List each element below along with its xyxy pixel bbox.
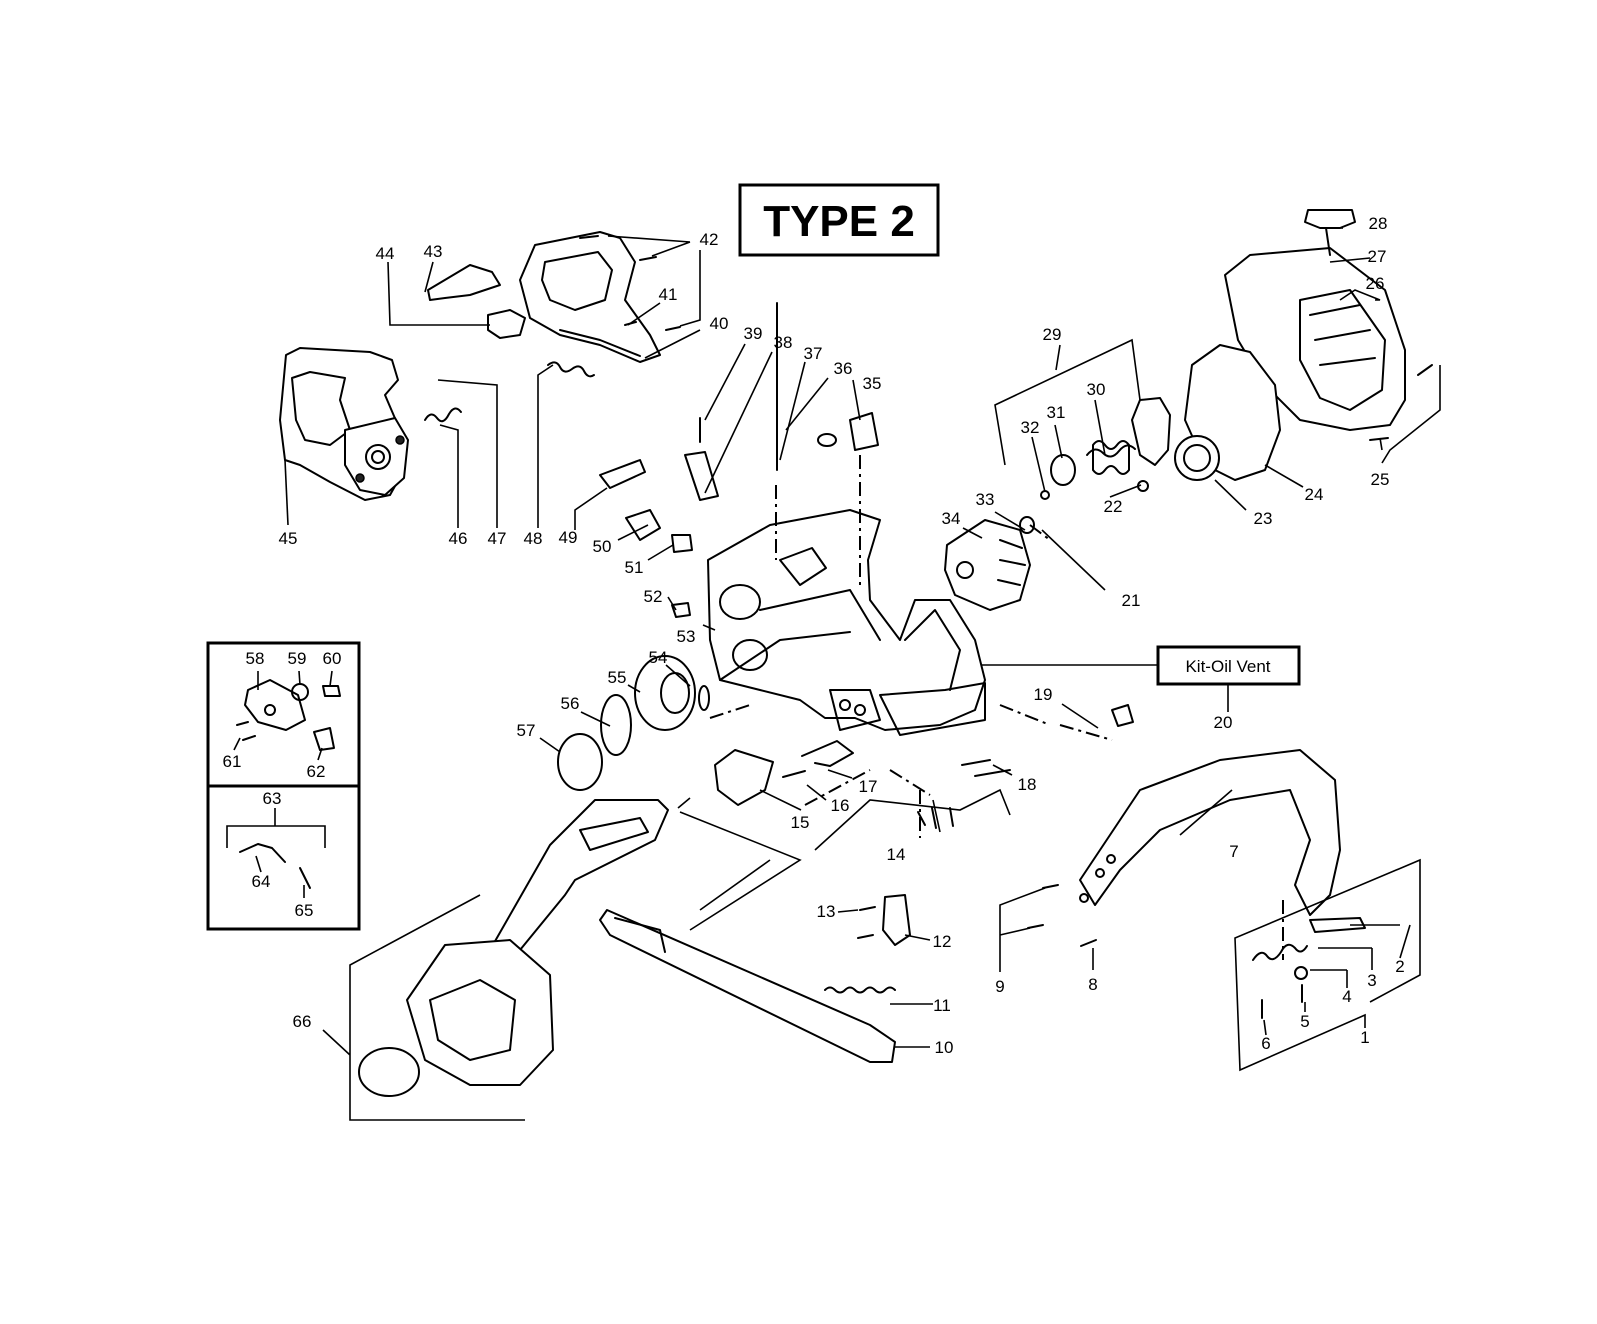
callout-7: 7 (1229, 842, 1238, 861)
callout-53: 53 (677, 627, 696, 646)
callout-34: 34 (942, 509, 961, 528)
callout-5: 5 (1300, 1012, 1309, 1031)
rear-handle (279, 347, 409, 501)
front-handle (1079, 749, 1341, 916)
callout-44: 44 (376, 244, 395, 263)
callout-56: 56 (561, 694, 580, 713)
throttle-lever (427, 264, 526, 339)
callout-21: 21 (1122, 591, 1141, 610)
callout-31: 31 (1047, 403, 1066, 422)
callout-16: 16 (831, 796, 850, 815)
clutch-and-pulley (557, 397, 1220, 791)
flywheel (944, 519, 1031, 611)
screws-and-pins (579, 235, 1433, 1019)
callout-58: 58 (246, 649, 265, 668)
callout-13: 13 (817, 902, 836, 921)
callout-37: 37 (804, 344, 823, 363)
title-box: TYPE 2 (738, 183, 940, 257)
callout-12: 12 (933, 932, 952, 951)
inset-carburetor-parts (206, 641, 361, 931)
assembly-lines (709, 455, 1284, 960)
diagram-title: TYPE 2 (763, 197, 915, 246)
crankcase (707, 509, 986, 736)
callout-6: 6 (1261, 1034, 1270, 1053)
callout-4: 4 (1342, 987, 1351, 1006)
callout-40: 40 (710, 314, 729, 333)
callout-48: 48 (524, 529, 543, 548)
callout-66: 66 (293, 1012, 312, 1031)
callout-20: 20 (1214, 713, 1233, 732)
callout-11: 11 (933, 996, 951, 1015)
callout-3: 3 (1367, 971, 1376, 990)
callout-32: 32 (1021, 418, 1040, 437)
callout-63: 63 (263, 789, 282, 808)
callout-65: 65 (295, 901, 314, 920)
callout-62: 62 (307, 762, 326, 781)
callout-43: 43 (424, 242, 443, 261)
callout-23: 23 (1254, 509, 1273, 528)
callout-49: 49 (559, 528, 578, 547)
callout-2: 2 (1395, 957, 1404, 976)
callout-numbers: 1 2 3 4 5 6 7 8 9 10 11 12 13 14 15 16 1… (223, 214, 1405, 1057)
leader-lines (226, 227, 1441, 1121)
chain-links (824, 986, 896, 994)
inset-parts (236, 679, 341, 889)
callout-42: 42 (700, 230, 719, 249)
callout-54: 54 (649, 648, 668, 667)
callout-36: 36 (834, 359, 853, 378)
callout-24: 24 (1305, 485, 1324, 504)
callout-60: 60 (323, 649, 342, 668)
callout-1: 1 (1360, 1028, 1369, 1047)
callout-45: 45 (279, 529, 298, 548)
callout-10: 10 (935, 1038, 954, 1057)
chain-bar (599, 909, 896, 1063)
callout-15: 15 (791, 813, 810, 832)
callout-46: 46 (449, 529, 468, 548)
callout-28: 28 (1369, 214, 1388, 233)
throttle-handle-cover (519, 231, 661, 363)
callout-18: 18 (1018, 775, 1037, 794)
callout-51: 51 (625, 558, 644, 577)
callout-25: 25 (1371, 470, 1390, 489)
callout-47: 47 (488, 529, 507, 548)
callout-57: 57 (517, 721, 536, 740)
chain-brake-bracket (801, 740, 954, 829)
callout-33: 33 (976, 490, 995, 509)
callout-39: 39 (744, 324, 763, 343)
callout-38: 38 (774, 333, 793, 352)
springs (424, 361, 1308, 961)
callout-29: 29 (1043, 325, 1062, 344)
callout-17: 17 (859, 777, 878, 796)
callout-22: 22 (1104, 497, 1123, 516)
callout-52: 52 (644, 587, 663, 606)
callout-64: 64 (252, 872, 271, 891)
small-bits (599, 412, 1308, 980)
callout-14: 14 (887, 845, 906, 864)
callout-9: 9 (995, 977, 1004, 996)
callout-19: 19 (1034, 685, 1053, 704)
callout-30: 30 (1087, 380, 1106, 399)
callout-55: 55 (608, 668, 627, 687)
callout-50: 50 (593, 537, 612, 556)
kit-oil-vent-box: Kit-Oil Vent (975, 645, 1301, 712)
callout-61: 61 (223, 752, 242, 771)
callout-35: 35 (863, 374, 882, 393)
handguard-plates (714, 749, 1366, 946)
callout-41: 41 (659, 285, 678, 304)
callout-27: 27 (1368, 247, 1387, 266)
kit-oil-vent-label: Kit-Oil Vent (1185, 657, 1270, 676)
callout-59: 59 (288, 649, 307, 668)
callout-8: 8 (1088, 975, 1097, 994)
callout-26: 26 (1366, 274, 1385, 293)
sprocket-cover (358, 799, 669, 1097)
